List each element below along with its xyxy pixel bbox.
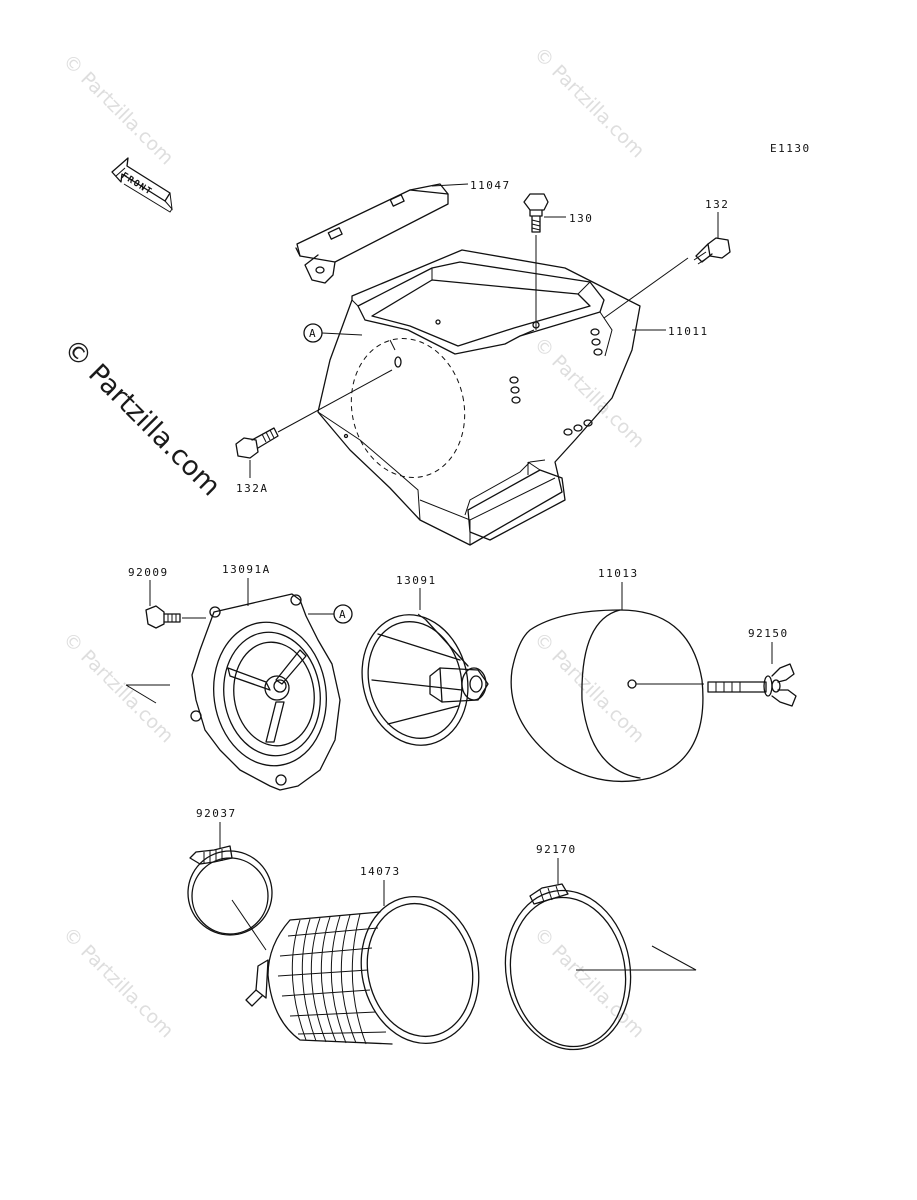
holder-13091a xyxy=(190,593,341,791)
part-label-130: 130 xyxy=(569,212,593,225)
holder-13091 xyxy=(361,613,489,746)
clamp-92037 xyxy=(187,845,273,936)
watermark: © Partzilla.com xyxy=(529,333,648,452)
diagram-code: E1130 xyxy=(770,142,811,155)
bolt-132a xyxy=(235,427,279,459)
part-label-11013: 11013 xyxy=(598,567,639,580)
watermark: © Partzilla.com xyxy=(58,628,177,747)
part-label-92170: 92170 xyxy=(536,843,577,856)
air-cleaner-case-11011 xyxy=(317,249,641,546)
part-label-14073: 14073 xyxy=(360,865,401,878)
screw-92009 xyxy=(145,605,181,629)
part-label-132: 132 xyxy=(705,198,729,211)
wing-bolt-92150 xyxy=(707,663,797,707)
bolt-132 xyxy=(693,237,731,265)
callout-a-label: A xyxy=(309,327,317,340)
clamp-92170 xyxy=(504,883,632,1051)
part-label-132a: 132A xyxy=(236,482,269,495)
bolt-130 xyxy=(523,193,549,233)
part-label-13091a: 13091A xyxy=(222,563,271,576)
watermark: © Partzilla.com xyxy=(58,50,177,169)
duct-14073 xyxy=(245,895,480,1045)
part-label-92150: 92150 xyxy=(748,627,789,640)
callout-a-case: A xyxy=(303,323,323,343)
part-label-92037: 92037 xyxy=(196,807,237,820)
part-label-13091: 13091 xyxy=(396,574,437,587)
watermark: © Partzilla.com xyxy=(529,43,648,162)
part-label-11011: 11011 xyxy=(668,325,709,338)
part-label-11047: 11047 xyxy=(470,179,511,192)
callout-a-holder: A xyxy=(333,604,353,624)
watermark-large: © Partzilla.com xyxy=(57,333,226,502)
watermark: © Partzilla.com xyxy=(58,923,177,1042)
bracket-11047 xyxy=(295,183,449,284)
callout-a-label: A xyxy=(339,608,347,621)
part-label-92009: 92009 xyxy=(128,566,169,579)
